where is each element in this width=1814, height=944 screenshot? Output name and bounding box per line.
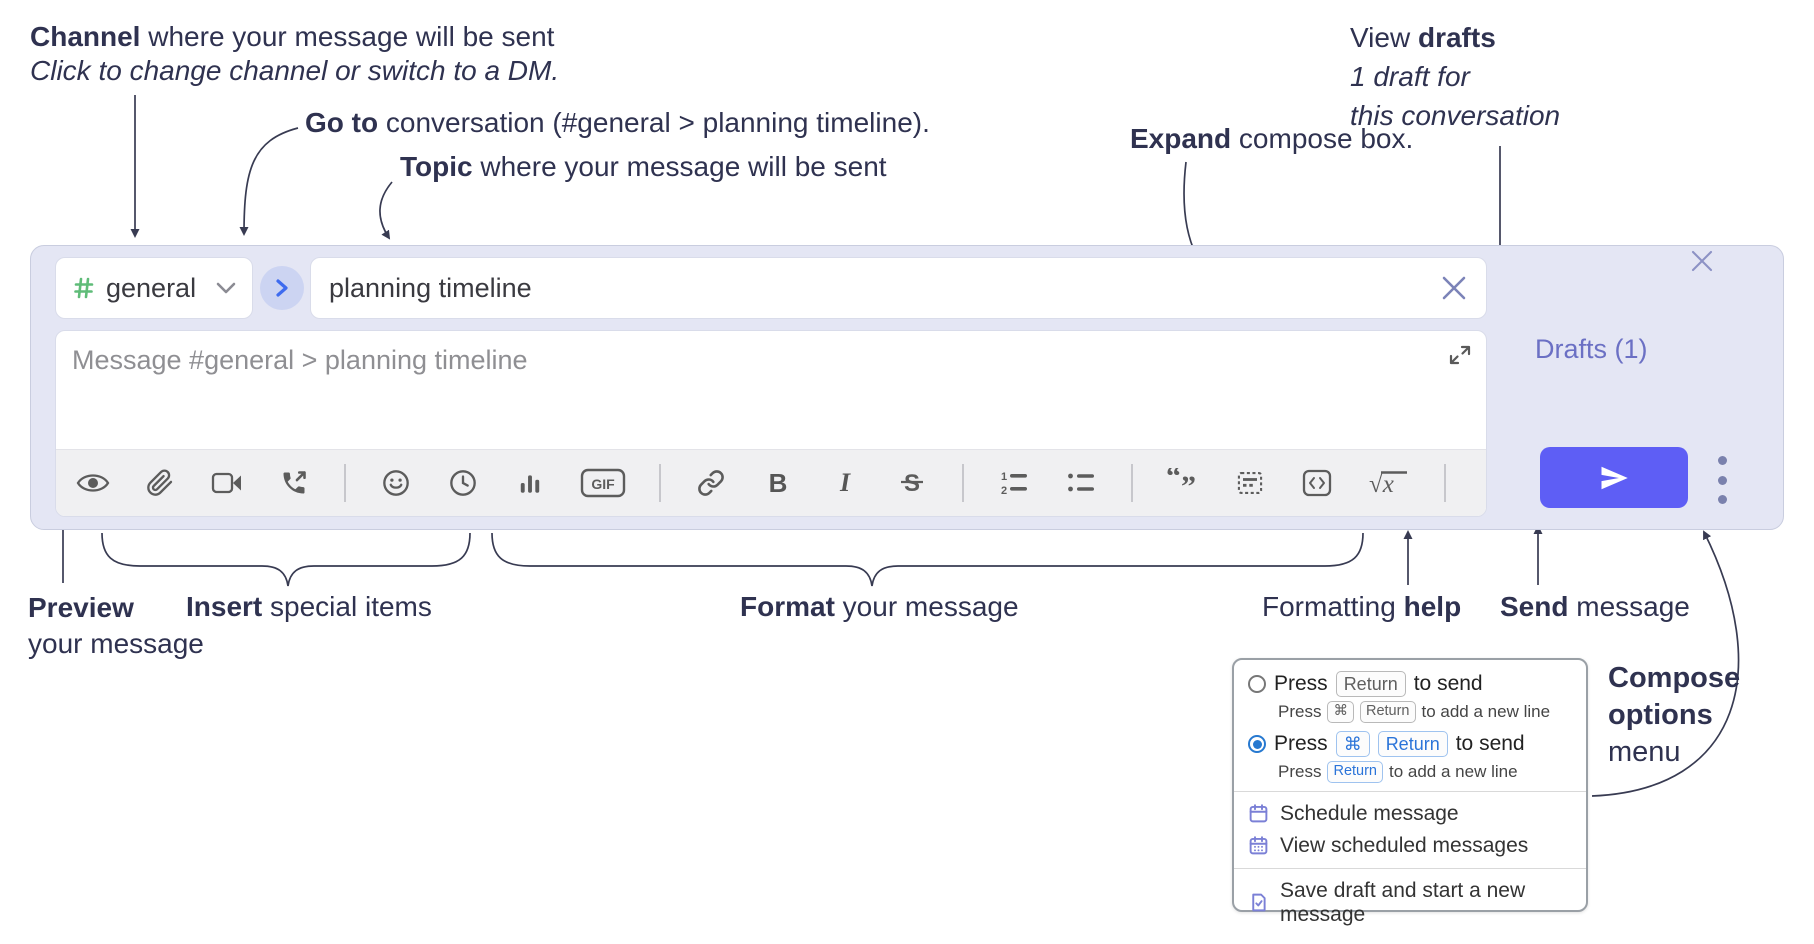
close-compose-icon[interactable]	[1688, 247, 1716, 275]
compose-toolbar: GIF B I S 1 2	[56, 449, 1486, 516]
radio-cmd-enter-subtext: Press Return to add a new line	[1278, 761, 1518, 783]
message-compose-area: Message #general > planning timeline	[55, 330, 1487, 517]
svg-text:“: “	[1166, 468, 1181, 493]
svg-text:”: ”	[1181, 470, 1196, 498]
annotation-view-drafts: View drafts 1 draft for this conversatio…	[1350, 22, 1561, 131]
annotation-topic: Topic where your message will be sent	[400, 151, 887, 182]
topic-input[interactable]	[310, 257, 1487, 319]
gif-icon[interactable]: GIF	[580, 468, 626, 498]
annotation-channel: Channel where your message will be sent …	[30, 21, 560, 86]
link-icon[interactable]	[694, 468, 728, 498]
kbd-cmd: ⌘	[1335, 730, 1370, 758]
channel-name: general	[106, 272, 197, 303]
kbd-return: Return	[1327, 761, 1383, 783]
kbd-cmd: ⌘	[1327, 701, 1354, 723]
bold-icon[interactable]: B	[768, 467, 788, 498]
radio-enter-to-send[interactable]: Press Return to send	[1248, 671, 1572, 698]
message-input[interactable]: Message #general > planning timeline	[72, 345, 528, 375]
save-draft-check-icon	[1248, 892, 1269, 913]
send-paper-plane-icon	[1597, 463, 1631, 493]
compose-options-menu-button[interactable]	[1706, 452, 1738, 508]
calendar-grid-icon	[1248, 835, 1269, 856]
radio-cmd-enter-to-send[interactable]: Press ⌘ Return to send	[1248, 730, 1572, 758]
numbered-list-icon[interactable]: 1 2	[997, 468, 1031, 498]
voice-call-phone-icon[interactable]	[277, 468, 311, 498]
go-to-conversation-button[interactable]	[260, 266, 304, 310]
code-icon[interactable]	[1300, 468, 1334, 498]
chevron-down-icon	[216, 282, 236, 294]
annotation-compose-options: Compose options menu	[1608, 662, 1741, 768]
toolbar-divider	[962, 464, 964, 502]
radio-enter-subtext: Press ⌘ Return to add a new line	[1278, 701, 1551, 723]
menu-item-view-scheduled-messages[interactable]: View scheduled messages	[1248, 830, 1572, 862]
vertical-ellipsis-icon	[1717, 456, 1727, 465]
bulleted-list-icon[interactable]	[1064, 468, 1098, 498]
popup-divider	[1234, 790, 1586, 792]
radio-selected-icon[interactable]	[1248, 735, 1266, 753]
toolbar-divider	[344, 464, 346, 502]
send-button[interactable]	[1540, 447, 1688, 508]
menu-item-save-draft[interactable]: Save draft and start a new message	[1248, 875, 1572, 931]
svg-text:GIF: GIF	[591, 476, 615, 492]
spoiler-icon[interactable]	[1233, 468, 1267, 498]
formatting-help-icon[interactable]: ?	[1479, 468, 1486, 498]
hash-icon	[72, 276, 96, 300]
expand-diagonal-icon[interactable]	[1448, 343, 1472, 367]
italic-icon[interactable]: I	[839, 468, 851, 497]
toolbar-divider	[1131, 464, 1133, 502]
annotation-send: Send message	[1500, 591, 1690, 622]
chevron-right-icon	[272, 276, 292, 300]
menu-item-schedule-message[interactable]: Schedule message	[1248, 798, 1572, 830]
svg-text:2: 2	[1001, 485, 1007, 496]
kbd-return: Return	[1335, 671, 1406, 698]
annotation-preview: Preview your message	[28, 592, 204, 659]
kbd-return: Return	[1359, 701, 1416, 723]
preview-eye-icon[interactable]	[76, 468, 110, 498]
kbd-return: Return	[1377, 730, 1448, 758]
calendar-icon	[1248, 803, 1269, 824]
compose-options-popup: Press Return to send Press ⌘ Return to a…	[1232, 658, 1588, 926]
toolbar-divider	[659, 464, 661, 502]
quote-icon[interactable]: “ ”	[1166, 468, 1200, 498]
attach-paperclip-icon[interactable]	[143, 468, 177, 498]
channel-selector-button[interactable]: general	[55, 257, 253, 319]
topic-clear-icon[interactable]	[1438, 272, 1470, 304]
video-call-icon[interactable]	[210, 468, 244, 498]
strikethrough-icon[interactable]: S	[895, 468, 929, 498]
global-time-clock-icon[interactable]	[446, 468, 480, 498]
poll-bar-chart-icon[interactable]	[513, 468, 547, 498]
annotation-expand: Expand compose box.	[1130, 123, 1414, 154]
annotation-format: Format your message	[740, 591, 1019, 622]
math-icon[interactable]: √x	[1367, 468, 1411, 498]
annotation-goto: Go to conversation (#general > planning …	[305, 107, 930, 138]
drafts-link[interactable]: Drafts (1)	[1535, 334, 1648, 364]
annotation-insert: Insert special items	[186, 591, 432, 622]
toolbar-divider	[1444, 464, 1446, 502]
svg-text:S: S	[904, 470, 920, 497]
annotation-formatting-help: Formatting help	[1262, 591, 1462, 622]
emoji-smiley-icon[interactable]	[379, 468, 413, 498]
radio-unselected-icon[interactable]	[1248, 675, 1266, 694]
svg-text:1: 1	[1001, 471, 1007, 483]
popup-divider	[1234, 867, 1586, 869]
svg-text:√x: √x	[1369, 471, 1394, 498]
